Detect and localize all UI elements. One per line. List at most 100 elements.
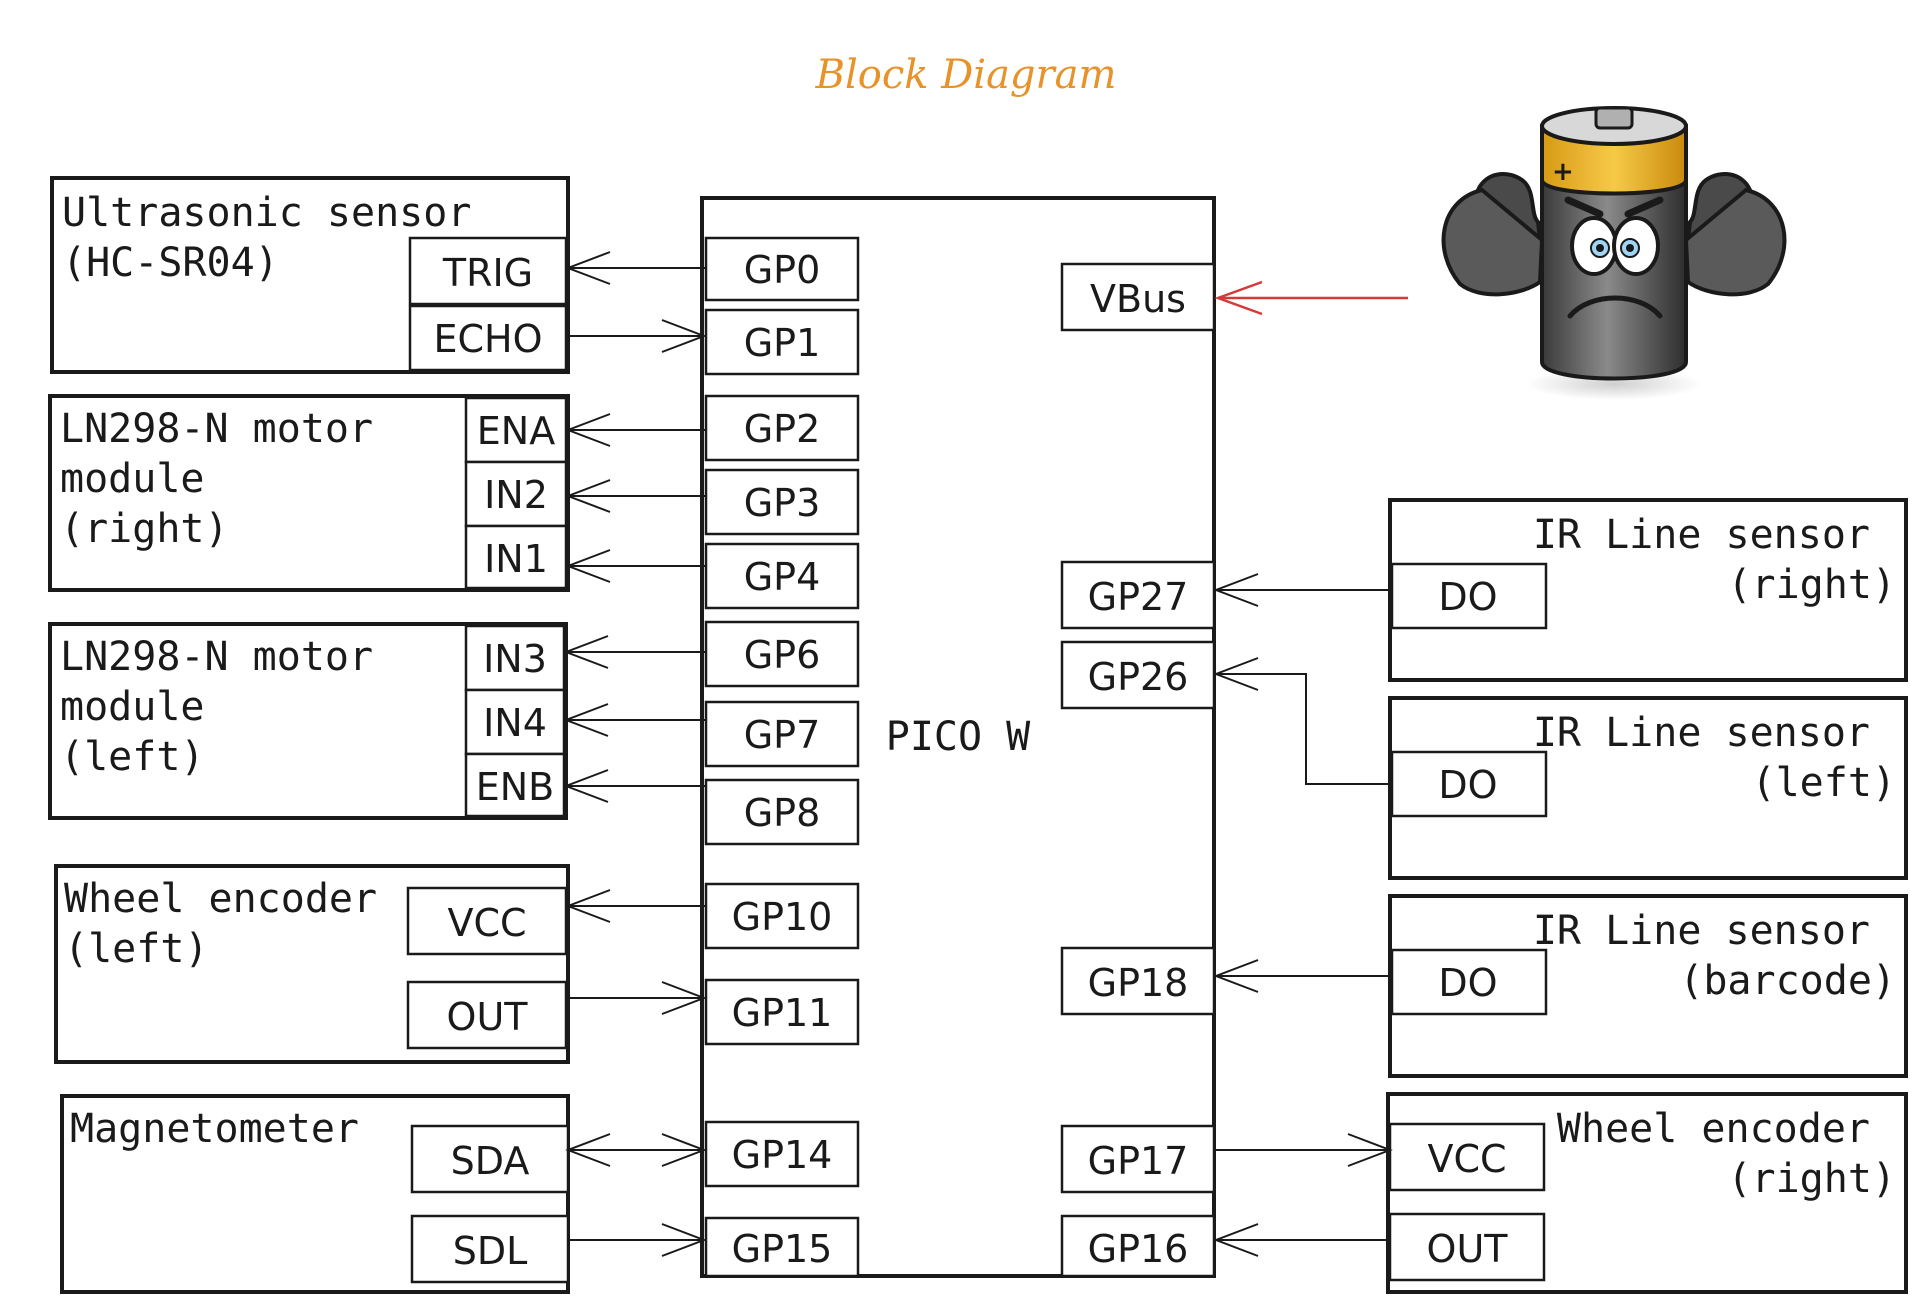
svg-text:DO: DO [1438,961,1497,1005]
svg-text:ENB: ENB [476,765,555,809]
module-name: (barcode) [1679,958,1896,1004]
pin-vbus: VBus [1060,262,1216,332]
svg-text:GP14: GP14 [732,1133,833,1177]
module-name: IR Line sensor [1533,710,1870,756]
module-name: Magnetometer [70,1106,359,1152]
svg-text:GP18: GP18 [1088,961,1189,1005]
module-name: LN298-N motor [60,406,373,452]
module-name: Ultrasonic sensor [62,190,471,236]
pico-label: PICO W [886,714,1031,760]
pin-in1: IN1 [464,524,568,590]
pin-do: DO [1390,750,1548,818]
module-name: (HC-SR04) [62,240,279,286]
module-name: (left) [60,734,205,780]
svg-text:GP16: GP16 [1088,1227,1189,1271]
svg-text:IN4: IN4 [483,701,547,745]
pin-gp11: GP11 [704,978,860,1046]
module-name: (left) [64,926,209,972]
pin-gp6: GP6 [704,620,860,688]
pin-trig: TRIG [408,236,568,306]
pin-vcc: VCC [406,886,568,956]
pin-gp18: GP18 [1060,946,1216,1016]
pin-out: OUT [406,980,568,1050]
wheel-encoder-right-module: Wheel encoder (right) VCC OUT [1386,1092,1908,1294]
wheel-encoder-left-module: Wheel encoder (left) VCC OUT [54,864,570,1064]
module-name: (right) [1727,562,1896,608]
pin-gp4: GP4 [704,542,860,610]
wire-gp6-in3 [563,635,706,669]
wire-battery-vbus [1214,280,1408,316]
pin-do: DO [1390,562,1548,630]
svg-text:VBus: VBus [1090,277,1186,321]
pin-enb: ENB [464,752,566,818]
module-name: (right) [1727,1156,1896,1202]
module-name: module [60,456,205,502]
battery-mascot-icon: + [1441,106,1787,400]
wire-do-gp26 [1213,657,1392,785]
pin-gp8: GP8 [704,778,860,846]
svg-text:VCC: VCC [1427,1137,1506,1181]
pin-gp7: GP7 [704,700,860,768]
module-name: (left) [1752,760,1897,806]
pin-gp1: GP1 [704,308,860,376]
wire-out-gp16 [1213,1223,1390,1257]
svg-text:GP0: GP0 [744,248,821,292]
pico-left-pins: GP0 GP1 GP2 GP3 GP4 GP6 GP7 GP8 GP10 GP1… [704,236,860,1278]
wire-gp10-vcc [565,889,706,923]
wire-out-gp11 [568,981,707,1015]
svg-text:IN2: IN2 [484,473,548,517]
svg-text:GP2: GP2 [744,407,821,451]
pin-sda: SDA [410,1124,570,1194]
module-name: IR Line sensor [1533,512,1870,558]
ir-line-sensor-left-module: IR Line sensor (left) DO [1388,696,1908,880]
pin-echo: ECHO [408,304,568,372]
pin-vcc: VCC [1388,1122,1546,1192]
svg-text:VCC: VCC [447,901,526,945]
module-name: Wheel encoder [1557,1106,1870,1152]
svg-text:GP8: GP8 [744,791,821,835]
pin-in2: IN2 [464,460,568,528]
svg-text:GP3: GP3 [744,481,821,525]
svg-text:GP7: GP7 [744,713,821,757]
svg-text:GP26: GP26 [1088,655,1189,699]
svg-text:OUT: OUT [447,995,529,1039]
pin-ena: ENA [464,396,568,464]
svg-text:OUT: OUT [1427,1227,1509,1271]
wire-gp8-enb [563,769,706,803]
pin-in3: IN3 [464,624,566,692]
pin-gp16: GP16 [1060,1214,1216,1278]
svg-text:DO: DO [1438,575,1497,619]
module-name: IR Line sensor [1533,908,1870,954]
ultrasonic-sensor-module: Ultrasonic sensor (HC-SR04) TRIG ECHO [50,176,570,374]
wire-gp7-in4 [563,703,706,737]
svg-text:IN1: IN1 [484,537,548,581]
ir-line-sensor-barcode-module: IR Line sensor (barcode) DO [1388,894,1908,1078]
svg-text:TRIG: TRIG [442,251,533,295]
pin-gp14: GP14 [704,1120,860,1188]
svg-text:SDA: SDA [451,1139,530,1183]
svg-text:IN3: IN3 [483,637,547,681]
wire-do-gp18 [1213,959,1392,993]
svg-text:ENA: ENA [477,409,555,453]
svg-text:GP11: GP11 [732,991,833,1035]
wire-gp4-in1 [565,549,706,583]
module-name: (right) [60,506,229,552]
pin-gp3: GP3 [704,468,860,536]
svg-text:GP1: GP1 [744,321,821,365]
svg-text:SDL: SDL [453,1229,528,1273]
pin-do: DO [1390,948,1548,1016]
magnetometer-module: Magnetometer SDA SDL [60,1094,570,1294]
motor-module-left: LN298-N motor module (left) IN3 IN4 ENB [48,622,568,820]
wire-gp3-in2 [565,479,706,513]
pin-gp17: GP17 [1060,1124,1216,1194]
svg-text:ECHO: ECHO [433,317,542,361]
wire-sda-gp14 [565,1133,707,1167]
diagram-title: Block Diagram [815,52,1117,98]
svg-text:GP15: GP15 [732,1227,833,1271]
wire-do-gp27 [1213,573,1392,607]
pin-gp15: GP15 [704,1216,860,1278]
ir-line-sensor-right-module: IR Line sensor (right) DO [1388,498,1908,682]
wire-gp2-ena [565,413,706,447]
connections [563,251,1408,1257]
wire-sdl-gp15 [568,1223,707,1257]
